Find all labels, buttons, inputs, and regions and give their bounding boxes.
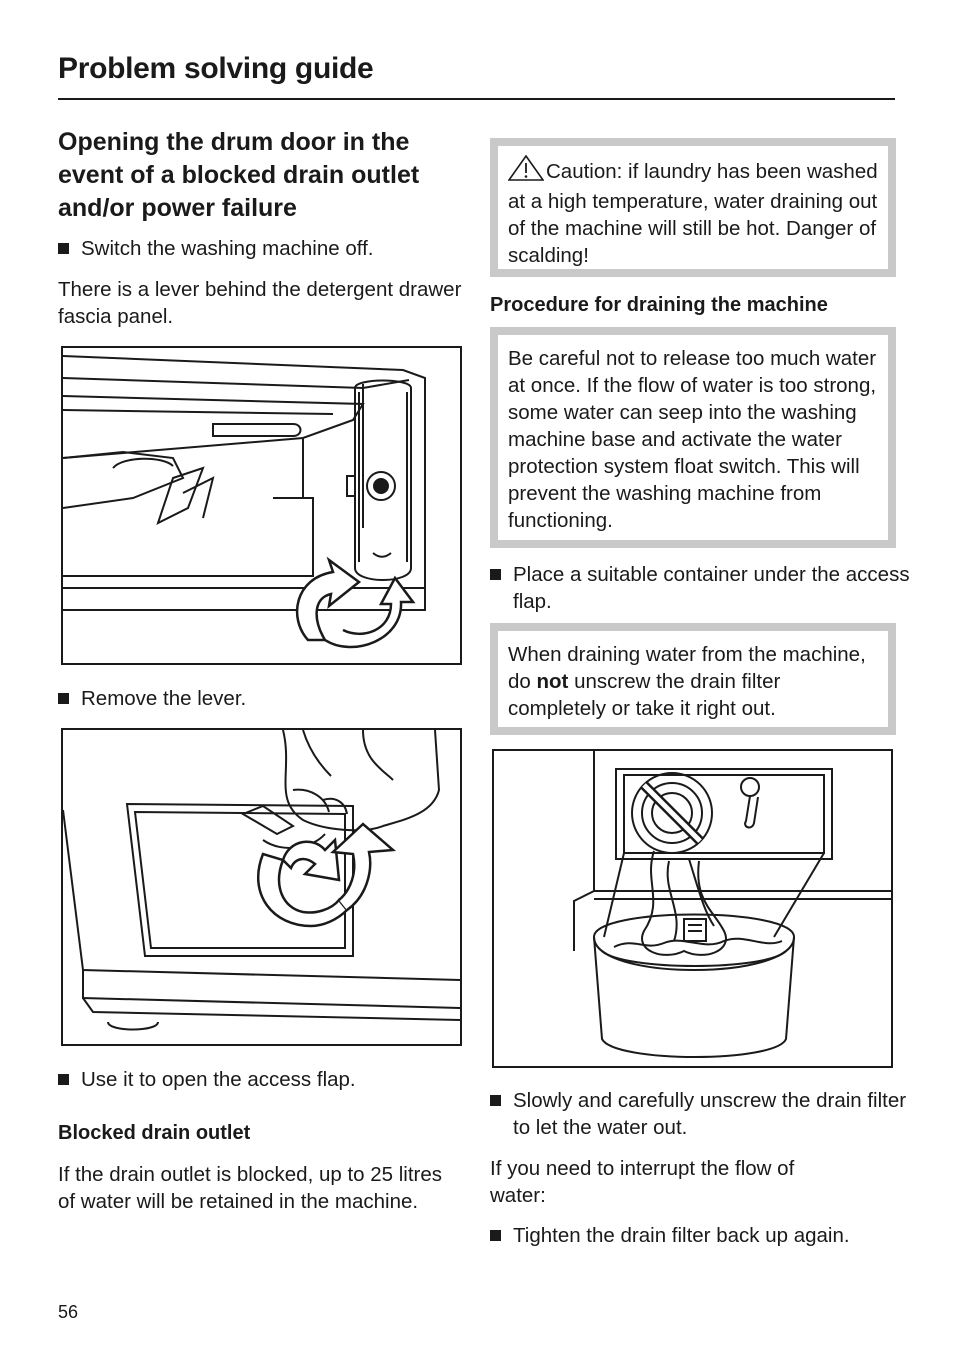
header-rule xyxy=(58,98,895,100)
careful-box-inner: Be careful not to release too much water… xyxy=(498,335,888,540)
step-switch-off-text: Switch the washing machine off. xyxy=(81,237,374,260)
access-flap-illustration xyxy=(63,730,460,1031)
figure-draining-water xyxy=(492,749,893,1068)
draining-illustration xyxy=(573,751,891,1058)
bullet-square xyxy=(490,1095,501,1106)
step-open-access-flap-text: Use it to open the access flap. xyxy=(81,1068,356,1091)
caution-box: Caution: if laundry has been washed at a… xyxy=(490,138,896,277)
unscrew-note-box: When draining water from the machine, do… xyxy=(490,623,896,735)
page-title: Problem solving guide xyxy=(58,52,374,85)
step-tighten-filter-text: Tighten the drain filter back up again. xyxy=(513,1224,850,1247)
bullet-square xyxy=(490,1230,501,1241)
figure-open-access-flap xyxy=(61,728,462,1046)
blocked-drain-heading: Blocked drain outlet xyxy=(58,1122,251,1144)
interrupt-text: If you need to interrupt the flow of wat… xyxy=(490,1157,795,1207)
step-unscrew-filter-text: Slowly and carefully unscrew the drain f… xyxy=(513,1089,907,1139)
lever-illustration xyxy=(63,355,426,649)
caution-text: Caution: if laundry has been washed at a… xyxy=(508,160,878,267)
figure-lever-behind-drawer xyxy=(61,346,462,665)
caution-box-inner: Caution: if laundry has been washed at a… xyxy=(498,146,888,269)
unscrew-note-inner: When draining water from the machine, do… xyxy=(498,631,888,727)
note-text-post: unscrew the drain filter completely or t… xyxy=(508,670,781,720)
section-title: Opening the drum door in the event of a … xyxy=(58,128,420,222)
step-tighten-filter: Tighten the drain filter back up again. xyxy=(490,1222,900,1249)
step-place-container-text: Place a suitable container under the acc… xyxy=(513,563,910,613)
note-text-pre: When draining water from the machine, do xyxy=(508,643,866,693)
page-number: 56 xyxy=(58,1302,79,1322)
step-switch-off: Switch the washing machine off. xyxy=(58,235,478,262)
step-remove-lever: Remove the lever. xyxy=(58,685,478,712)
step-unscrew-filter: Slowly and carefully unscrew the drain f… xyxy=(490,1087,913,1141)
careful-box: Be careful not to release too much water… xyxy=(490,327,896,548)
step-open-access-flap: Use it to open the access flap. xyxy=(58,1066,478,1093)
bullet-square xyxy=(58,243,69,254)
procedure-heading: Procedure for draining the machine xyxy=(490,294,828,316)
step-remove-lever-text: Remove the lever. xyxy=(81,687,247,710)
note-text-bold: not xyxy=(536,670,569,693)
bullet-square xyxy=(58,1074,69,1085)
bullet-square xyxy=(58,693,69,704)
blocked-drain-text: If the drain outlet is blocked, up to 25… xyxy=(58,1163,443,1213)
bullet-square xyxy=(490,569,501,580)
warning-triangle-icon xyxy=(507,154,545,188)
step-place-container: Place a suitable container under the acc… xyxy=(490,561,913,615)
lever-text: There is a lever behind the detergent dr… xyxy=(58,278,462,328)
careful-text: Be careful not to release too much water… xyxy=(508,347,877,532)
